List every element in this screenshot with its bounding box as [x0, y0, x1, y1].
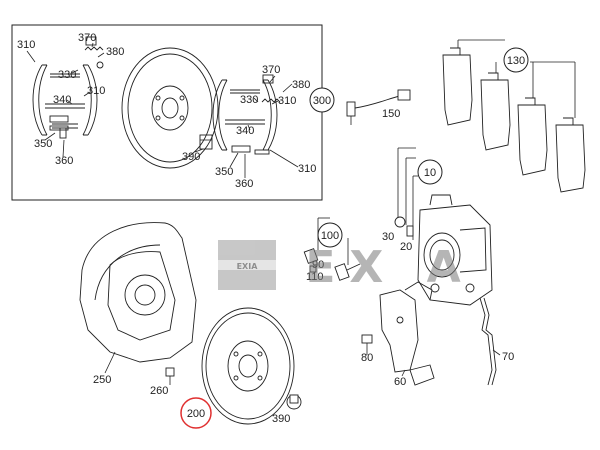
brake-disc-part[interactable] — [201, 307, 295, 425]
spring-part-left[interactable] — [84, 36, 104, 69]
leader-70 — [492, 349, 501, 356]
callout-310-b: 310 — [87, 85, 105, 97]
callout-340-a: 340 — [53, 94, 71, 106]
cap-20[interactable] — [406, 225, 414, 237]
leader-60 — [401, 369, 406, 377]
callout-70: 70 — [502, 351, 514, 363]
callout-390-a: 390 — [182, 151, 200, 163]
caliper-carrier-part[interactable] — [379, 281, 435, 386]
callout-360-a: 360 — [55, 155, 73, 167]
callout-circle-10 — [417, 159, 443, 185]
watermark-brand: EXIA — [237, 262, 259, 271]
callout-300: 300 — [313, 95, 331, 107]
wear-sensor-part[interactable] — [346, 89, 411, 125]
callout-150: 150 — [382, 108, 400, 120]
bleed-screw-30[interactable] — [394, 216, 406, 228]
callout-380-b: 380 — [292, 79, 310, 91]
shield-bolt-part[interactable] — [165, 367, 175, 385]
callout-260: 260 — [150, 385, 168, 397]
callout-80: 80 — [361, 352, 373, 364]
callout-310-d: 310 — [298, 163, 316, 175]
drum-disc-inset[interactable] — [121, 47, 219, 169]
adjuster-part-left[interactable] — [49, 115, 69, 131]
leader-250 — [104, 351, 116, 374]
fastener-part-350-left[interactable] — [59, 127, 67, 139]
brake-pads-part[interactable] — [442, 47, 586, 193]
callout-circle-300 — [309, 87, 335, 113]
callout-20: 20 — [400, 241, 412, 253]
callout-330-b: 330 — [240, 94, 258, 106]
callout-360-b: 360 — [235, 178, 253, 190]
brake-pads-bracket-lines — [457, 39, 576, 118]
callout-380-a: 380 — [106, 46, 124, 58]
callout-310-c: 310 — [278, 95, 296, 107]
callout-350-a: 350 — [34, 138, 52, 150]
callout-130: 130 — [507, 55, 525, 67]
brake-caliper-part[interactable] — [417, 194, 493, 306]
callout-350-b: 350 — [215, 166, 233, 178]
spring-clip-part[interactable] — [479, 297, 497, 386]
callout-30: 30 — [382, 231, 394, 243]
callout-90: 90 — [312, 259, 324, 271]
fastener-part-390-inset[interactable] — [199, 134, 213, 150]
callout-circle-130 — [503, 47, 529, 73]
caliper-bracket-lines — [397, 147, 418, 240]
guide-bolts-part[interactable] — [303, 248, 361, 281]
callout-200: 200 — [187, 408, 205, 420]
disc-screw-part[interactable] — [286, 394, 302, 410]
callout-370-a: 370 — [78, 32, 96, 44]
callout-390-b: 390 — [272, 413, 290, 425]
callout-10: 10 — [424, 167, 436, 179]
callout-100: 100 — [321, 230, 339, 242]
callout-60: 60 — [394, 376, 406, 388]
callout-circle-100 — [317, 222, 343, 248]
callout-110: 110 — [306, 271, 324, 283]
callout-330-a: 330 — [58, 69, 76, 81]
callout-370-b: 370 — [262, 64, 280, 76]
callout-250: 250 — [93, 374, 111, 386]
adjuster-part-right[interactable] — [231, 145, 270, 155]
callout-310-a: 310 — [17, 39, 35, 51]
carrier-bolt-part[interactable] — [361, 334, 373, 355]
brake-shoe-assembly-right[interactable] — [212, 79, 278, 151]
parking-brake-inset-frame — [11, 24, 323, 201]
callout-340-b: 340 — [236, 125, 254, 137]
dust-shield-part[interactable] — [79, 222, 197, 363]
inset-leader-lines — [26, 42, 299, 178]
callout-circle-200-highlight — [180, 397, 212, 429]
watermark-wordmark: EX A — [305, 242, 474, 293]
watermark: EXIA EX A — [218, 240, 474, 293]
